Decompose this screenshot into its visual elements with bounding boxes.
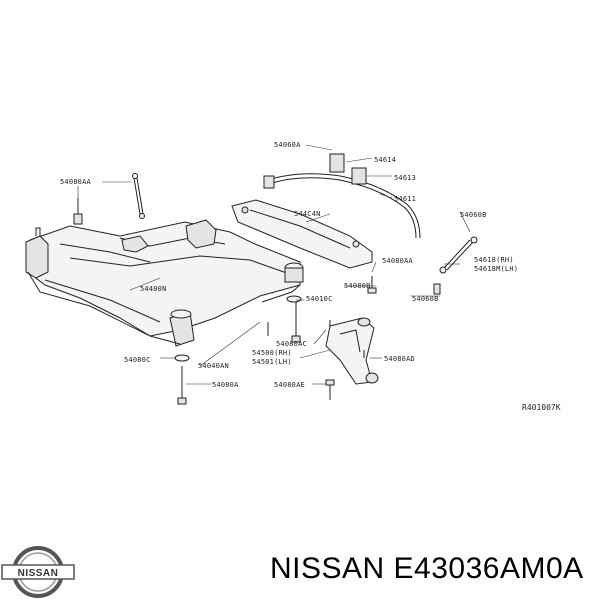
label-54618m-lh: 54618M(LH) [474,265,518,273]
label-54060b: 54060B [460,211,487,219]
bolts [174,276,377,405]
label-54060a: 54060A [274,141,301,149]
label-54611: 54611 [394,195,416,203]
label-544c4n: 544C4N [294,210,321,218]
label-54080b: 54080B [344,282,371,290]
label-54501-lh: 54501(LH) [252,358,292,366]
bracket-544c4n [231,199,373,269]
label-54080ae: 54080AE [274,381,305,389]
label-54080aa-mid: 54080AA [382,257,413,265]
label-54613: 54613 [394,174,416,182]
label-54618-rh: 54618(RH) [474,256,514,264]
label-54080ac: 54080AC [276,340,307,348]
label-54500-rh: 54500(RH) [252,349,292,357]
part-caption: NISSAN E43036AM0A [270,552,584,585]
nissan-logo: NISSAN [1,546,75,598]
leader-lines [77,144,471,385]
label-54080a: 54080A [212,381,239,389]
label-54080aa-left: 54080AA [60,178,91,186]
logo-text: NISSAN [18,568,59,579]
label-54400n: 54400N [140,285,167,293]
label-54010c: 54010C [306,295,333,303]
subframe [25,219,304,347]
label-54040an: 54040AN [198,362,229,370]
transverse-link [325,317,379,385]
stabilizer-link-right [433,236,478,295]
stabilizer-bar [263,153,421,239]
label-54614: 54614 [374,156,396,164]
label-54080c: 54080C [124,356,151,364]
label-54060b-low: 54060B [412,295,439,303]
label-54080ad: 54080AD [384,355,415,363]
stabilizer-link-left [73,173,145,225]
reference-code: R401007K [522,403,561,412]
